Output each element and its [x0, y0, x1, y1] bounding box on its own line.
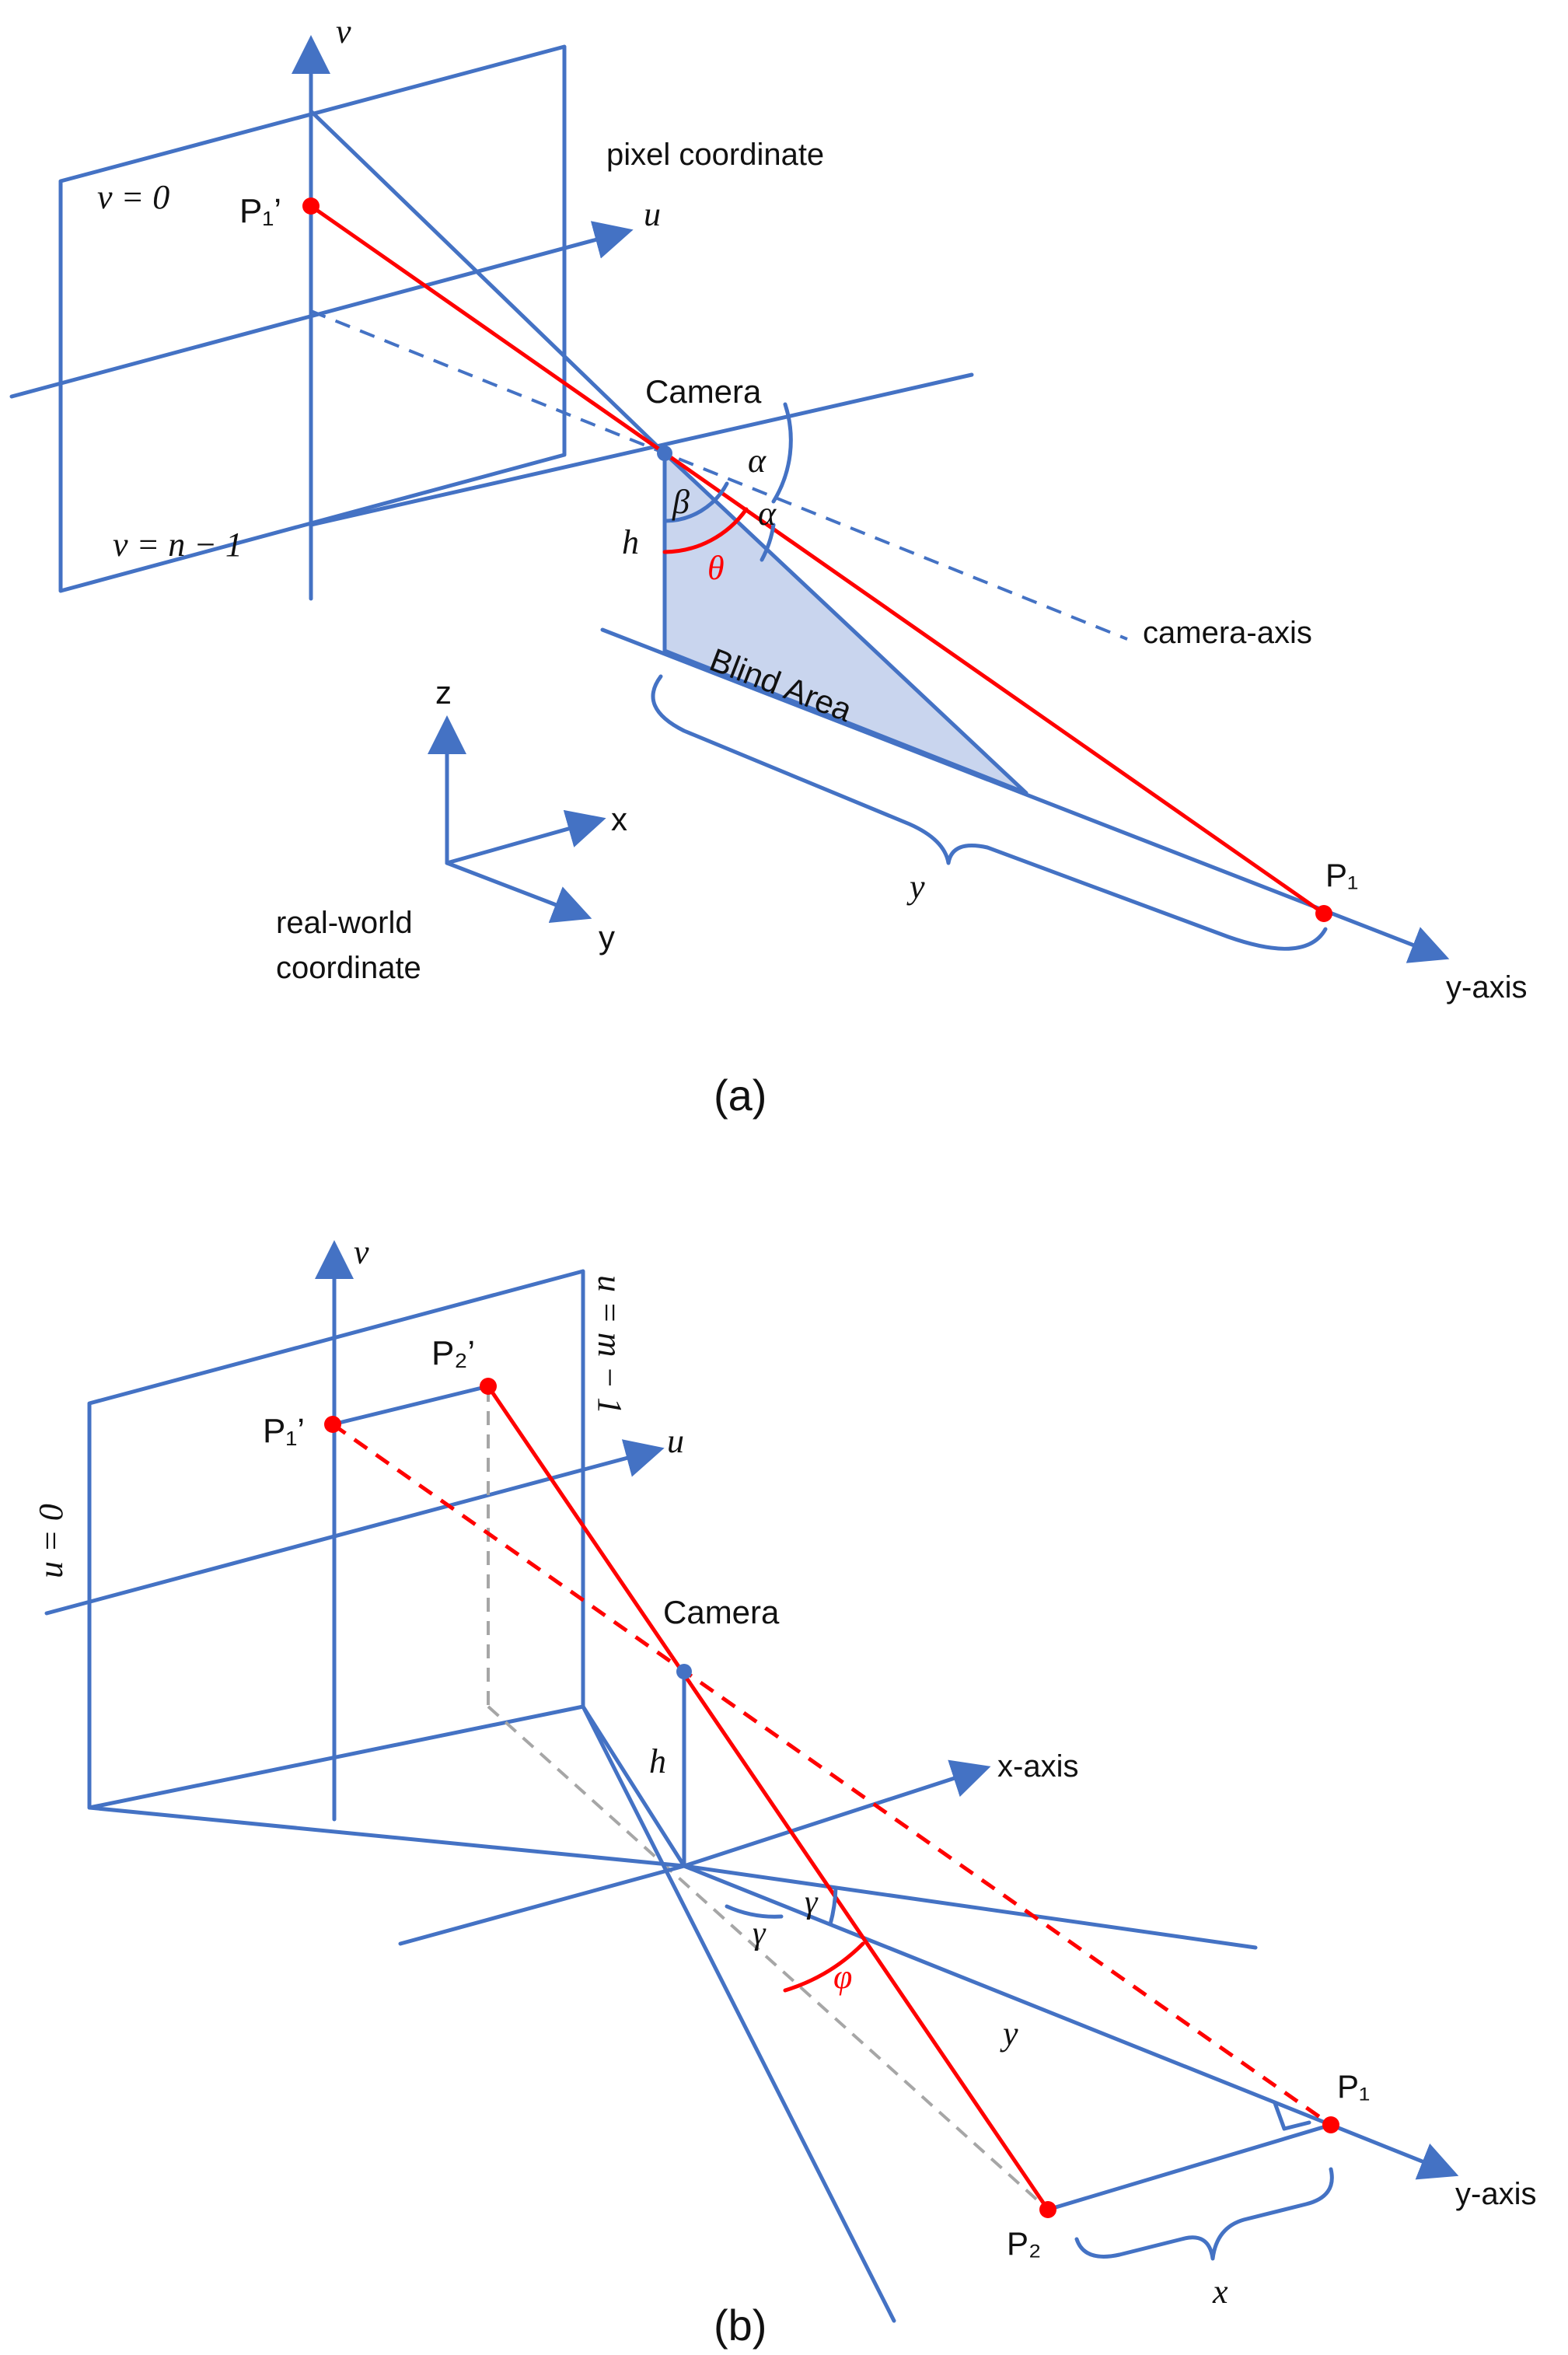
red-solid-ray — [486, 1384, 1050, 2212]
h-label-b: h — [649, 1742, 666, 1780]
real-world-y-label: y — [599, 919, 615, 956]
x-axis-label-b: x-axis — [997, 1749, 1078, 1784]
gamma-label-lower: γ — [753, 1916, 767, 1951]
p2-prime-dot-b — [480, 1378, 497, 1395]
p1-prime-dot-b — [324, 1416, 341, 1433]
theta-arc — [662, 507, 749, 554]
camera-axis-dashed-a — [310, 309, 1128, 641]
x-axis-b — [682, 1759, 991, 1868]
phi-label: φ — [833, 1958, 852, 1996]
real-world-y-axis — [445, 861, 592, 923]
alpha-outer-label: α — [748, 442, 767, 480]
u-axis-label-a: u — [644, 195, 661, 233]
real-world-x-label: x — [611, 801, 627, 837]
p1-label-a: P₁ — [1325, 857, 1358, 893]
fov-bottom-line-a — [309, 372, 974, 527]
u-axis-label-b: u — [667, 1422, 684, 1460]
camera-dot-a — [657, 445, 672, 461]
y-axis-ground-a — [600, 627, 1450, 963]
plane-bottom-ray — [581, 1704, 686, 1868]
lateral-line-upper — [682, 1864, 1258, 1950]
v-axis-label-a: v — [336, 12, 351, 51]
caption-b: (b) — [714, 2301, 767, 2350]
caption-a: (a) — [714, 1071, 767, 1120]
red-ray-a — [309, 204, 1326, 916]
p2-dot-b — [1039, 2201, 1056, 2218]
right-angle-marker — [1273, 2101, 1311, 2131]
gamma-arc-lower — [725, 1904, 784, 1919]
u-right-label: u = m − 1 — [591, 1275, 629, 1414]
panel-a: v u pixel coordinate v = 0 v = n − 1 P₁’… — [9, 12, 1527, 1120]
camera-axis-label: camera-axis — [1143, 616, 1312, 650]
p2-label-b: P₂ — [1007, 2225, 1041, 2262]
v-axis-label-b: v — [354, 1233, 369, 1271]
p1-label-b: P₁ — [1337, 2068, 1370, 2105]
p1-dot-a — [1315, 905, 1332, 922]
h-label-a: h — [622, 523, 639, 561]
y-brace-a — [651, 674, 1328, 951]
lateral-line-left — [398, 1864, 686, 1946]
gamma-label-upper: γ — [805, 1885, 819, 1920]
p1-dot-b — [1322, 2116, 1339, 2133]
fov-top-line-a — [309, 109, 667, 456]
camera-label-a: Camera — [645, 373, 762, 410]
beta-arc — [662, 481, 729, 523]
camera-dot-b — [676, 1664, 692, 1679]
real-world-label-line1: real-world — [276, 906, 413, 940]
p1-prime-label-a: P₁’ — [239, 192, 281, 230]
p1-prime-label-b: P₁’ — [263, 1412, 305, 1450]
real-world-label-line2: coordinate — [276, 951, 421, 985]
pixel-coordinate-label: pixel coordinate — [606, 138, 824, 172]
y-axis-label-a: y-axis — [1446, 970, 1527, 1005]
y-brace-label-a: y — [906, 868, 925, 906]
image-plane-a — [58, 44, 567, 593]
blind-area-region — [662, 451, 1028, 795]
p2-ground-projection — [487, 1705, 1049, 2211]
u-left-label: u = 0 — [32, 1504, 70, 1578]
p2-prime-label-b: P₂’ — [431, 1334, 475, 1372]
real-world-z-label: z — [435, 674, 452, 711]
v-top-label-a: v = 0 — [97, 178, 169, 216]
plane-corner-ray — [87, 1805, 686, 1868]
beta-label: β — [672, 483, 690, 521]
p2-p1-line — [1046, 2123, 1333, 2212]
red-dashed-ray — [331, 1422, 1332, 2127]
x-brace-label-b: x — [1212, 2273, 1228, 2311]
steep-line — [581, 1704, 896, 2323]
alpha-inner-label: α — [758, 494, 777, 533]
panel-b: v u u = m − 1 u = 0 P₁’ P₂’ Camera h x-a… — [32, 1233, 1536, 2350]
y-label-b: y — [1000, 2014, 1018, 2053]
y-axis-label-b: y-axis — [1455, 2177, 1536, 2211]
p1p2-prime-line — [330, 1384, 491, 1427]
alpha-outer-arc — [771, 402, 793, 504]
real-world-x-axis — [445, 809, 606, 865]
v-bottom-label-a: v = n − 1 — [113, 526, 243, 564]
p1-prime-dot-a — [302, 197, 320, 215]
x-brace-b — [1074, 2167, 1334, 2261]
u-axis-b — [44, 1439, 665, 1616]
theta-label: θ — [707, 549, 725, 587]
camera-label-b: Camera — [663, 1594, 780, 1630]
alpha-inner-arc — [760, 522, 776, 562]
phi-arc — [783, 1941, 865, 1993]
gamma-arc-upper — [828, 1885, 838, 1927]
